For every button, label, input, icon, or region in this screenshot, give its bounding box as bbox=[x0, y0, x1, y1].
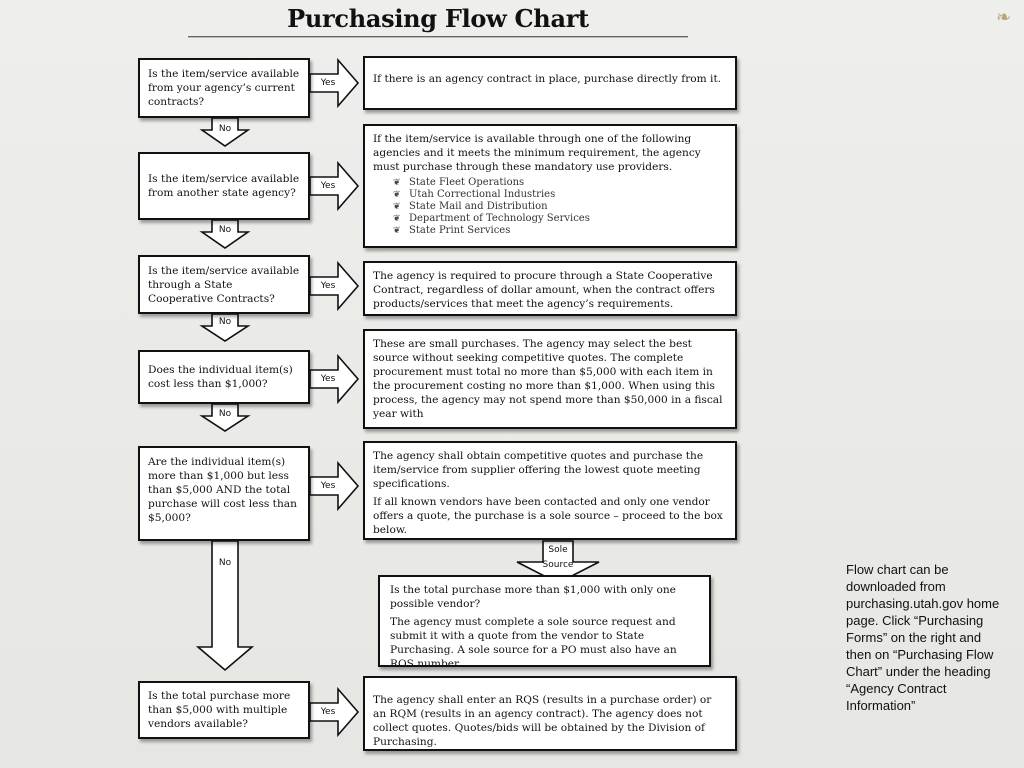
yes-arrow-2 bbox=[309, 160, 360, 212]
no-arrow-3 bbox=[199, 313, 251, 342]
slide-corner-ornament-icon: ❧ bbox=[996, 7, 1012, 28]
yes-label: Yes bbox=[320, 374, 336, 384]
answer-box-small-purchases: These are small purchases. The agency ma… bbox=[363, 329, 737, 429]
sole-source-label-line2: Source bbox=[542, 560, 574, 570]
answer-box-rqs-rqm: The agency shall enter an RQS (results i… bbox=[363, 676, 737, 751]
title-underline bbox=[188, 36, 688, 37]
sole-source-box: Is the total purchase more than $1,000 w… bbox=[378, 575, 711, 667]
no-label: No bbox=[218, 225, 232, 235]
answer-box-competitive-quotes: The agency shall obtain competitive quot… bbox=[363, 441, 737, 540]
list-item: ❦State Mail and Distribution bbox=[393, 201, 548, 212]
no-arrow-1 bbox=[199, 117, 251, 147]
no-arrow-4 bbox=[199, 403, 251, 432]
no-label: No bbox=[218, 124, 232, 134]
yes-label: Yes bbox=[320, 281, 336, 291]
yes-arrow-4 bbox=[309, 353, 360, 405]
yes-arrow-1 bbox=[309, 57, 360, 109]
answer-text: The agency is required to procure throug… bbox=[373, 270, 715, 310]
sole-source-label-line1: Sole bbox=[548, 545, 568, 555]
question-text: Is the total purchase more than $5,000 w… bbox=[148, 690, 291, 730]
question-box-state-agency: Is the item/service available from anoth… bbox=[138, 152, 310, 220]
no-arrow-5 bbox=[195, 540, 255, 672]
no-label: No bbox=[218, 558, 232, 568]
list-item: ❦Department of Technology Services bbox=[393, 213, 590, 224]
yes-arrow-6 bbox=[309, 686, 360, 738]
yes-arrow-5 bbox=[309, 460, 360, 512]
question-text: Is the item/service available from your … bbox=[148, 68, 300, 108]
download-note: Flow chart can be downloaded from purcha… bbox=[846, 562, 1000, 713]
sole-source-arrow bbox=[516, 540, 600, 584]
answer-text: If the item/service is available through… bbox=[373, 133, 701, 173]
answer-box-mandatory-providers: If the item/service is available through… bbox=[363, 124, 737, 248]
ornament-bullet-icon: ❦ bbox=[393, 190, 401, 200]
question-box-under-1000: Does the individual item(s) cost less th… bbox=[138, 350, 310, 404]
question-text: Are the individual item(s) more than $1,… bbox=[148, 456, 297, 524]
no-label: No bbox=[218, 317, 232, 327]
answer-text-sole-source-note: If all known vendors have been contacted… bbox=[373, 496, 723, 536]
no-label: No bbox=[218, 409, 232, 419]
ornament-bullet-icon: ❦ bbox=[393, 226, 401, 236]
sole-source-instructions: The agency must complete a sole source r… bbox=[390, 616, 677, 667]
yes-label: Yes bbox=[320, 707, 336, 717]
ornament-bullet-icon: ❦ bbox=[393, 178, 401, 188]
sole-source-question: Is the total purchase more than $1,000 w… bbox=[390, 584, 676, 610]
question-box-over-5000: Is the total purchase more than $5,000 w… bbox=[138, 681, 310, 739]
answer-text: These are small purchases. The agency ma… bbox=[373, 338, 723, 420]
question-text: Does the individual item(s) cost less th… bbox=[148, 364, 293, 390]
question-box-current-contracts: Is the item/service available from your … bbox=[138, 58, 310, 118]
mandatory-providers-list: ❦State Fleet Operations ❦Utah Correction… bbox=[373, 177, 727, 237]
yes-arrow-3 bbox=[309, 260, 360, 312]
question-text: Is the item/service available from anoth… bbox=[148, 173, 300, 199]
answer-text: The agency shall enter an RQS (results i… bbox=[373, 694, 712, 748]
answer-box-cooperative-contract: The agency is required to procure throug… bbox=[363, 261, 737, 316]
answer-text: If there is an agency contract in place,… bbox=[373, 73, 722, 85]
list-item: ❦Utah Correctional Industries bbox=[393, 189, 556, 200]
ornament-bullet-icon: ❦ bbox=[393, 214, 401, 224]
answer-box-agency-contract: If there is an agency contract in place,… bbox=[363, 56, 737, 110]
question-box-under-5000: Are the individual item(s) more than $1,… bbox=[138, 446, 310, 541]
answer-text: The agency shall obtain competitive quot… bbox=[373, 450, 704, 490]
ornament-bullet-icon: ❦ bbox=[393, 202, 401, 212]
list-item: ❦State Fleet Operations bbox=[393, 177, 525, 188]
list-item: ❦State Print Services bbox=[393, 225, 511, 236]
yes-label: Yes bbox=[320, 181, 336, 191]
page-title: Purchasing Flow Chart bbox=[287, 4, 589, 33]
yes-label: Yes bbox=[320, 78, 336, 88]
no-arrow-2 bbox=[199, 219, 251, 249]
question-box-cooperative-contracts: Is the item/service available through a … bbox=[138, 255, 310, 314]
yes-label: Yes bbox=[320, 481, 336, 491]
question-text: Is the item/service available through a … bbox=[148, 265, 300, 305]
